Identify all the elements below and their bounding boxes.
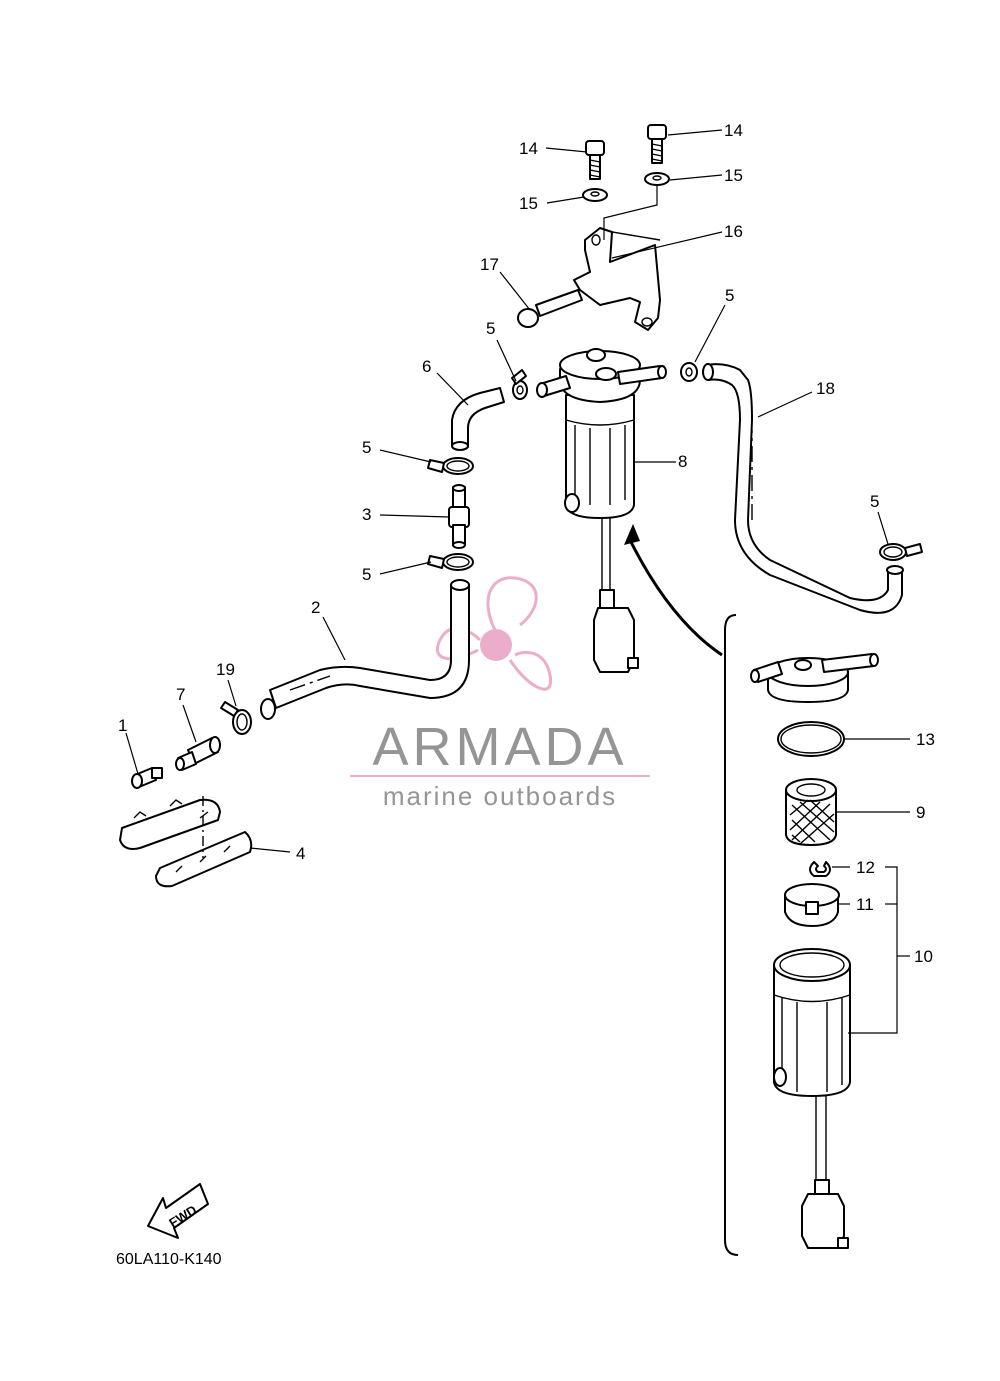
clamp-5-right-bottom[interactable] <box>879 543 923 561</box>
callout-14: 14 <box>724 121 743 140</box>
callout-6: 6 <box>422 357 431 376</box>
screw-17[interactable] <box>517 289 583 328</box>
callout-12: 12 <box>856 858 875 877</box>
callout-3: 3 <box>362 505 371 524</box>
callout-5: 5 <box>725 286 734 305</box>
callout-4: 4 <box>296 844 305 863</box>
armada-logo: ARMADA marine outboards <box>350 576 650 811</box>
clamp-5-top[interactable] <box>511 369 528 400</box>
o-ring-13[interactable] <box>777 721 845 757</box>
callout-15: 15 <box>519 194 538 213</box>
brand-tagline: marine outboards <box>383 781 617 811</box>
fuel-filter-8[interactable] <box>536 348 667 673</box>
filter-element-9[interactable] <box>785 778 837 846</box>
leader-lines <box>125 129 910 1034</box>
fwd-arrow-icon: FWD <box>147 1183 209 1239</box>
assembly-arrow <box>628 539 723 657</box>
callout-17: 17 <box>480 255 499 274</box>
diagram-code: 60LA110-K140 <box>116 1251 222 1268</box>
circlip-12[interactable] <box>809 861 831 877</box>
callout-16: 16 <box>724 222 743 241</box>
bolt-14-right[interactable] <box>647 124 667 164</box>
callout-8: 8 <box>678 452 687 471</box>
callout-1: 1 <box>118 716 127 735</box>
callout-5: 5 <box>870 492 879 511</box>
callout-19: 19 <box>216 660 235 679</box>
breakdown-bracket <box>724 614 739 1256</box>
joint-3[interactable] <box>448 484 470 549</box>
callout-7: 7 <box>176 685 185 704</box>
callout-15: 15 <box>724 166 743 185</box>
bracket-16[interactable] <box>573 227 661 331</box>
washer-15-right[interactable] <box>644 172 670 186</box>
hose-18[interactable] <box>702 363 904 614</box>
clamp-5-mid-lower[interactable] <box>427 553 474 571</box>
callout-5: 5 <box>362 438 371 457</box>
bolt-14-left[interactable] <box>585 140 605 180</box>
callout-14: 14 <box>519 139 538 158</box>
clamp-5-mid-upper[interactable] <box>427 457 474 475</box>
clamp-19[interactable] <box>220 701 252 735</box>
callout-10: 10 <box>914 947 933 966</box>
callout-13: 13 <box>916 730 935 749</box>
callout-2: 2 <box>311 598 320 617</box>
cover-4[interactable] <box>119 796 253 888</box>
callout-18: 18 <box>816 379 835 398</box>
plug-1[interactable] <box>131 767 163 789</box>
washer-15-left[interactable] <box>582 188 608 202</box>
brand-name: ARMADA <box>372 717 627 777</box>
callout-11: 11 <box>856 895 874 914</box>
arrow-head <box>624 524 640 545</box>
filter-bowl-10[interactable] <box>773 948 851 1249</box>
callout-labels: 14 14 15 15 16 17 5 5 6 18 8 5 3 5 5 2 1… <box>118 121 935 966</box>
callout-5: 5 <box>486 319 495 338</box>
hose-2[interactable] <box>260 579 470 720</box>
callout-5: 5 <box>362 565 371 584</box>
cap-11[interactable] <box>784 883 840 927</box>
joint-7[interactable] <box>175 736 221 771</box>
clamp-5-right-top[interactable] <box>680 362 698 382</box>
filter-cap[interactable] <box>750 653 879 703</box>
callout-9: 9 <box>916 803 925 822</box>
